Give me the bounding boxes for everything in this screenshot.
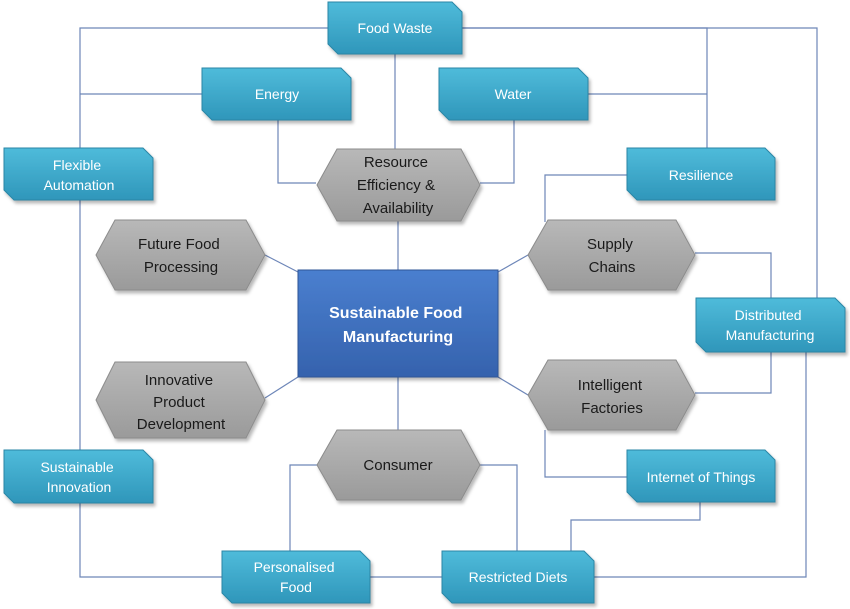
center-label-line-1: Sustainable Food (329, 305, 462, 322)
connector-supply-resilience (544, 174, 627, 222)
theme-intelligent-label: Intelligent Factories (578, 377, 646, 417)
theme-innovative-line-1: Innovative (145, 372, 213, 389)
topic-personalised-line-2: Food (280, 579, 312, 595)
topic-flexible-line-1: Flexible (53, 157, 101, 173)
theme-innovative-node: Innovative Product Development (95, 361, 266, 439)
topic-distributed-node: Distributed Manufacturing (695, 297, 846, 353)
connector-supply-distributed (695, 252, 772, 298)
theme-future-node: Future Food Processing (95, 219, 266, 291)
connector-distributed-intelligent (695, 352, 772, 394)
theme-innovative-line-2: Product (153, 394, 206, 411)
topic-flexible-line-2: Automation (44, 177, 115, 193)
connector-energy-resource (277, 120, 316, 184)
center-label-line-2: Manufacturing (343, 329, 453, 346)
topic-restricted-node: Restricted Diets (441, 550, 595, 604)
topic-energy-line-1: Energy (255, 86, 299, 102)
connector-foodwaste-resilience (462, 27, 708, 148)
connector-lines (79, 27, 818, 578)
theme-intelligent-node: Intelligent Factories (527, 359, 696, 431)
theme-consumer-node: Consumer (316, 429, 481, 501)
theme-consumer-label: Consumer (363, 457, 432, 474)
topic-food-waste-label: Food Waste (358, 20, 433, 36)
connector-center-future (264, 254, 299, 273)
theme-innovative-line-3: Development (137, 416, 226, 433)
topic-sustainable-innovation-label: Sustainable Innovation (40, 459, 117, 495)
theme-resource-line-1: Resource (364, 154, 428, 171)
theme-future-label: Future Food Processing (138, 236, 224, 276)
topic-sustainable-innovation-node: Sustainable Innovation (3, 449, 154, 504)
topic-water-node: Water (438, 67, 589, 121)
connector-sustainable-personalised (79, 503, 222, 578)
connector-center-intelligent (497, 376, 529, 396)
topic-restricted-line-1: Restricted Diets (469, 569, 568, 585)
topic-flexible-node: Flexible Automation (3, 147, 154, 201)
topic-personalised-node: Personalised Food (221, 550, 371, 604)
topic-resilience-label: Resilience (669, 167, 734, 183)
theme-supply-label: Supply Chains (587, 236, 637, 276)
connector-center-innovative (264, 376, 299, 399)
connector-water-resource (480, 120, 515, 184)
theme-future-line-1: Future Food (138, 236, 220, 253)
theme-resource-label: Resource Efficiency & Availability (357, 154, 439, 217)
theme-future-line-2: Processing (144, 259, 218, 276)
center-label: Sustainable Food Manufacturing (329, 305, 467, 346)
theme-consumer-line-1: Consumer (363, 457, 432, 474)
topic-energy-label: Energy (255, 86, 299, 102)
connector-consumer-personalised (289, 464, 317, 551)
theme-supply-line-1: Supply (587, 236, 633, 253)
topic-sustainable-innovation-line-1: Sustainable (40, 459, 113, 475)
topic-distributed-line-1: Distributed (735, 307, 802, 323)
topic-distributed-label: Distributed Manufacturing (726, 307, 815, 343)
connector-intelligent-iot (544, 430, 627, 478)
topic-iot-node: Internet of Things (626, 449, 776, 503)
topic-flexible-label: Flexible Automation (44, 157, 115, 193)
topic-food-waste-node: Food Waste (327, 1, 463, 55)
topic-iot-label: Internet of Things (647, 469, 756, 485)
connector-center-supply (497, 254, 529, 273)
theme-supply-node: Supply Chains (527, 219, 696, 291)
theme-resource-node: Resource Efficiency & Availability (316, 148, 481, 222)
topic-food-waste-line-1: Food Waste (358, 20, 433, 36)
theme-supply-line-2: Chains (589, 259, 636, 276)
topic-iot-line-1: Internet of Things (647, 469, 756, 485)
center-node: Sustainable Food Manufacturing (297, 269, 499, 378)
topic-energy-node: Energy (201, 67, 352, 121)
theme-resource-line-3: Availability (363, 200, 434, 217)
topic-restricted-label: Restricted Diets (469, 569, 568, 585)
connector-distributed-restricted (594, 352, 807, 578)
topic-water-line-1: Water (495, 86, 532, 102)
theme-intelligent-line-2: Factories (581, 400, 643, 417)
topic-distributed-line-2: Manufacturing (726, 327, 815, 343)
theme-innovative-label: Innovative Product Development (137, 372, 226, 433)
theme-intelligent-line-1: Intelligent (578, 377, 643, 394)
connector-consumer-restricted (480, 464, 518, 551)
connector-iot-restricted (570, 502, 701, 551)
topic-resilience-node: Resilience (626, 147, 776, 201)
theme-resource-line-2: Efficiency & (357, 177, 435, 194)
connector-frame-top-left (79, 27, 328, 148)
topic-personalised-label: Personalised Food (254, 559, 339, 595)
topic-personalised-line-1: Personalised (254, 559, 335, 575)
topic-sustainable-innovation-line-2: Innovation (47, 479, 112, 495)
topic-water-label: Water (495, 86, 532, 102)
topic-resilience-line-1: Resilience (669, 167, 734, 183)
